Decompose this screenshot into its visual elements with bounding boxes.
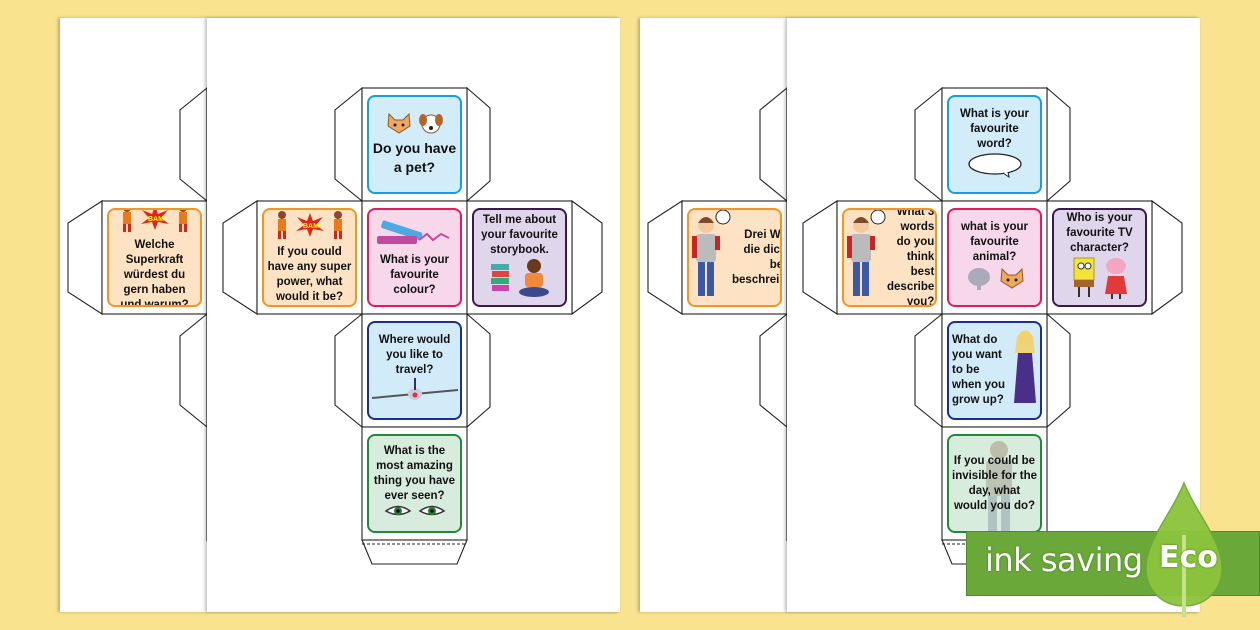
question-card-right: Who is your favourite TV character? bbox=[1052, 208, 1147, 307]
svg-text:BAM: BAM bbox=[303, 223, 319, 230]
boy-speech-icon bbox=[847, 210, 887, 305]
eco-label: Eco bbox=[1159, 540, 1218, 575]
card-illustration: BAM bbox=[274, 210, 346, 245]
question-card-row2: Where would you like to travel? bbox=[367, 321, 462, 420]
superhero-icon bbox=[330, 210, 346, 245]
card-illustration bbox=[489, 258, 551, 303]
template-sheet-front-2: What is your favourite word? What 3 words… bbox=[787, 18, 1200, 612]
card-question-text: Who is your favourite TV character? bbox=[1066, 211, 1133, 254]
eye-icon bbox=[384, 504, 412, 523]
card-question-text: What is the most amazing thing you have … bbox=[373, 445, 456, 502]
ink-saving-label: ink saving bbox=[985, 541, 1143, 579]
template-sheet-front-1: Do you have a pet? BAM If you could have a… bbox=[207, 18, 620, 612]
cat-icon bbox=[999, 267, 1025, 294]
child-reading-icon bbox=[517, 258, 551, 303]
card-question-text: Tell me about your favourite storybook. bbox=[481, 213, 558, 256]
card-question-text: What 3 words do you think best describe … bbox=[887, 208, 935, 307]
superhero-icon bbox=[175, 210, 191, 238]
card-question-text: What is your favourite word? bbox=[959, 107, 1029, 150]
question-card-right: Tell me about your favourite storybook. bbox=[472, 208, 567, 307]
card-illustration bbox=[847, 210, 887, 305]
pig-character-icon bbox=[1103, 256, 1129, 305]
card-illustration bbox=[384, 504, 446, 523]
question-card-row3: If you could be invisible for the day, w… bbox=[947, 434, 1042, 533]
leaf-drop-icon bbox=[1145, 481, 1223, 617]
superhero-icon bbox=[274, 210, 290, 245]
bam-icon: BAM bbox=[295, 213, 324, 242]
airplane-icon bbox=[371, 377, 458, 409]
boy-speech-icon bbox=[692, 210, 732, 305]
card-question-text: Where would you like to travel? bbox=[378, 333, 451, 376]
svg-text:BAM: BAM bbox=[148, 216, 164, 223]
question-card-left: What 3 words do you think best describe … bbox=[842, 208, 937, 307]
books-icon bbox=[489, 260, 511, 301]
card-illustration bbox=[949, 436, 1040, 531]
card-illustration bbox=[386, 112, 444, 139]
dog-icon bbox=[418, 112, 444, 139]
singer-icon bbox=[1011, 329, 1037, 412]
question-card-left: BAM If you could have any super power, wh… bbox=[262, 208, 357, 307]
crayon-icon bbox=[375, 218, 455, 253]
question-card-row2: What do you want to be when you grow up? bbox=[947, 321, 1042, 420]
card-illustration bbox=[371, 377, 458, 409]
question-card-left: BAM Welche Superkraft würdest du gern hab… bbox=[107, 208, 202, 307]
card-question-text: If you could have any super power, what … bbox=[267, 246, 352, 303]
card-illustration bbox=[967, 152, 1023, 183]
elephant-icon bbox=[965, 265, 993, 296]
card-question-text: what is your favourite animal? bbox=[960, 220, 1029, 263]
card-illustration bbox=[692, 210, 732, 305]
card-illustration bbox=[965, 265, 1025, 296]
superhero-icon bbox=[119, 210, 135, 238]
card-illustration bbox=[1011, 329, 1037, 412]
card-question-text: What is your favourite colour? bbox=[379, 253, 449, 296]
question-card-center: What is your favourite colour? bbox=[367, 208, 462, 307]
question-card-left: Drei Wörter die dich am besten beschreib… bbox=[687, 208, 782, 307]
card-question-text: What do you want to be when you grow up? bbox=[952, 334, 1006, 406]
card-illustration bbox=[1071, 256, 1129, 305]
card-question-text: If you could be invisible for the day, w… bbox=[952, 454, 1037, 512]
card-question-text: Welche Superkraft würdest du gern haben … bbox=[120, 238, 189, 307]
eye-icon bbox=[418, 504, 446, 523]
card-question-text: Do you have a pet? bbox=[372, 140, 457, 175]
bam-icon: BAM bbox=[140, 210, 169, 235]
card-illustration bbox=[375, 218, 455, 253]
question-card-row3: What is the most amazing thing you have … bbox=[367, 434, 462, 533]
card-question-text: Drei Wörter die dich am besten beschreib… bbox=[732, 228, 781, 286]
card-illustration: BAM bbox=[119, 210, 191, 238]
question-card-top: Do you have a pet? bbox=[367, 95, 462, 194]
question-card-top: What is your favourite word? bbox=[947, 95, 1042, 194]
cat-icon bbox=[386, 112, 412, 139]
speech-bubble-icon bbox=[967, 152, 1023, 183]
sponge-character-icon bbox=[1071, 256, 1097, 305]
question-card-center: what is your favourite animal? bbox=[947, 208, 1042, 307]
